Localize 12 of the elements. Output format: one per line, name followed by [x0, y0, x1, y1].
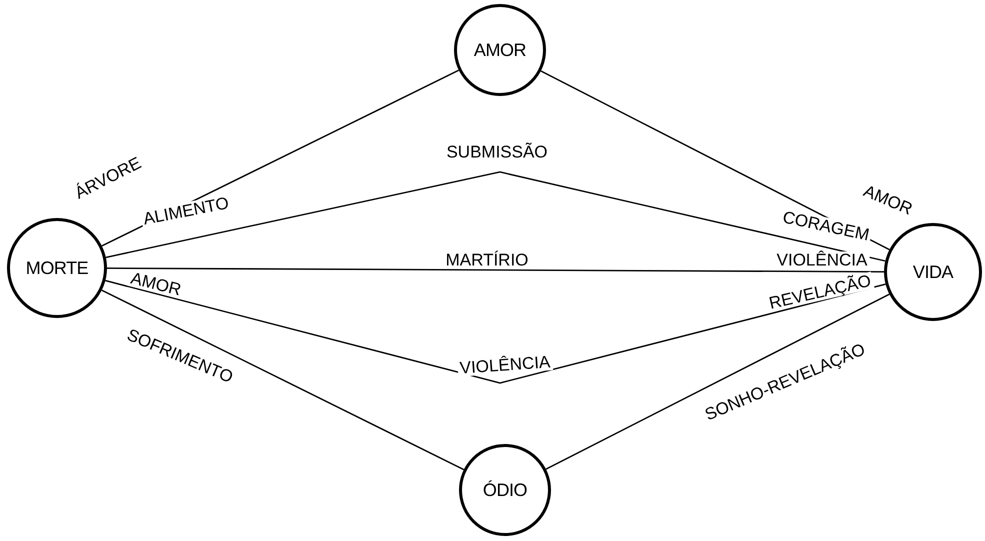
connector-line [546, 294, 890, 470]
edge-label: VIOLÊNCIA [457, 353, 553, 377]
edge-label: SUBMISSÃO [444, 144, 550, 160]
connector-line [107, 268, 884, 272]
connector-line [101, 290, 464, 470]
node-label: VIDA [912, 263, 954, 281]
connector-line [106, 171, 886, 262]
line-label: VIOLÊNCIA [774, 252, 870, 268]
node-label: ÓDIO [482, 481, 528, 499]
node-label: MORTE [26, 259, 88, 277]
node-label: AMOR [474, 41, 526, 59]
connector-line [105, 280, 886, 384]
